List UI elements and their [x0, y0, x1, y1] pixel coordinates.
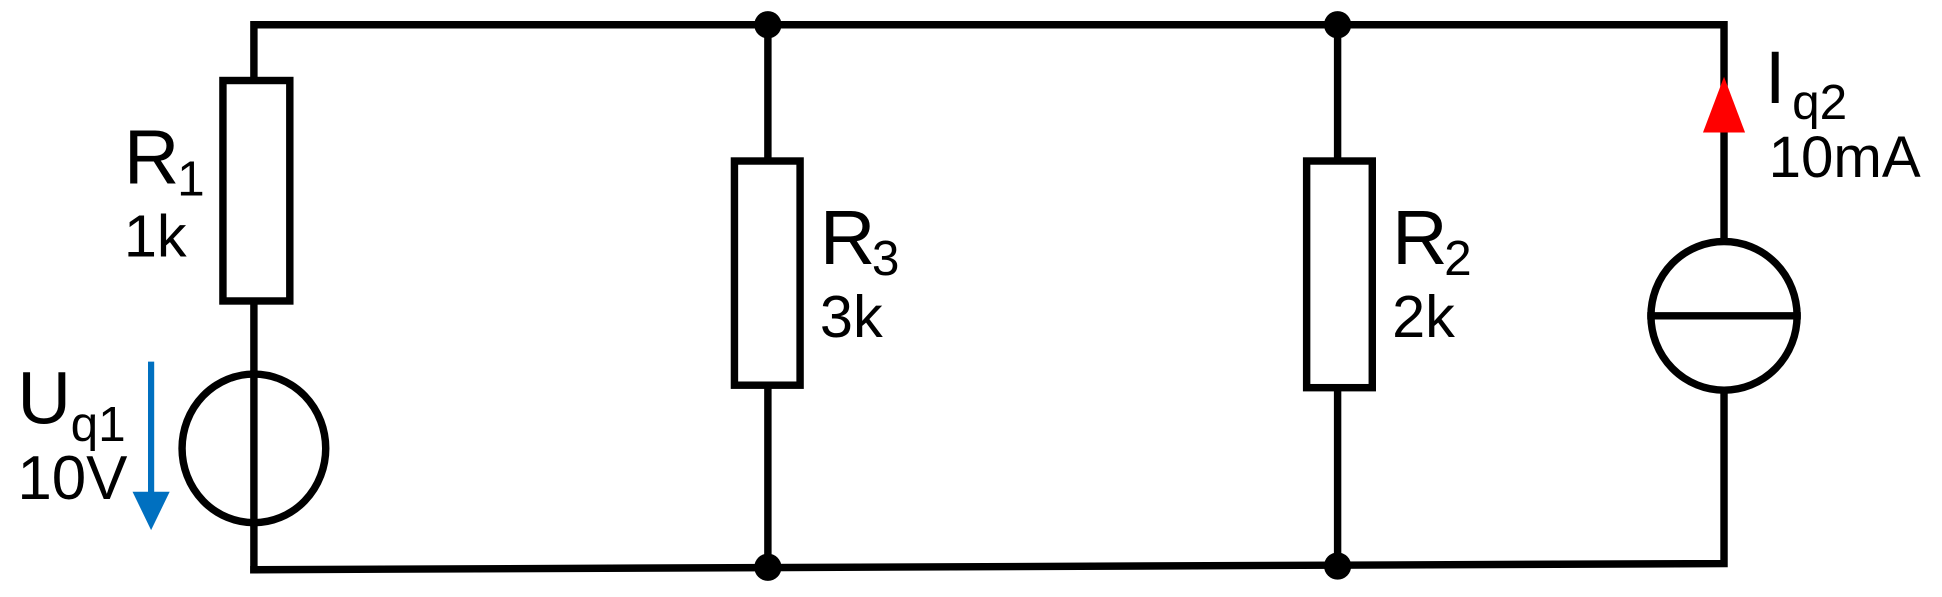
r1-symbol: R [124, 114, 179, 200]
r2-symbol: R [1392, 195, 1447, 281]
iq2-symbol: I [1765, 36, 1786, 119]
r3-symbol: R [820, 195, 875, 281]
r3-value: 3k [820, 283, 883, 350]
resistor-r3 [730, 157, 804, 389]
junction-node [754, 11, 782, 39]
junction-node [754, 553, 782, 581]
iq2-subscript: q2 [1792, 75, 1847, 130]
uq1-symbol: U [17, 357, 71, 440]
voltage-source-uq1 [178, 370, 330, 527]
r3-subscript: 3 [872, 231, 900, 286]
resistor-r1 [219, 76, 294, 305]
iq2-value: 10mA [1769, 125, 1921, 190]
voltage-arrow-head [132, 491, 170, 531]
uq1-value: 10V [17, 444, 128, 513]
resistor-r2 [1302, 157, 1376, 392]
r1-subscript: 1 [177, 152, 205, 207]
r2-subscript: 2 [1444, 231, 1472, 286]
r1-value: 1k [124, 202, 187, 269]
wire-bottom [250, 386, 1728, 574]
uq1-subscript: q1 [71, 397, 126, 452]
current-arrow [1702, 76, 1746, 133]
junction-node [1323, 552, 1352, 580]
current-source-iq2 [1647, 237, 1801, 394]
r2-value: 2k [1392, 283, 1455, 350]
junction-node [1323, 11, 1352, 39]
wire-top [250, 21, 1728, 246]
voltage-arrow [132, 361, 170, 531]
